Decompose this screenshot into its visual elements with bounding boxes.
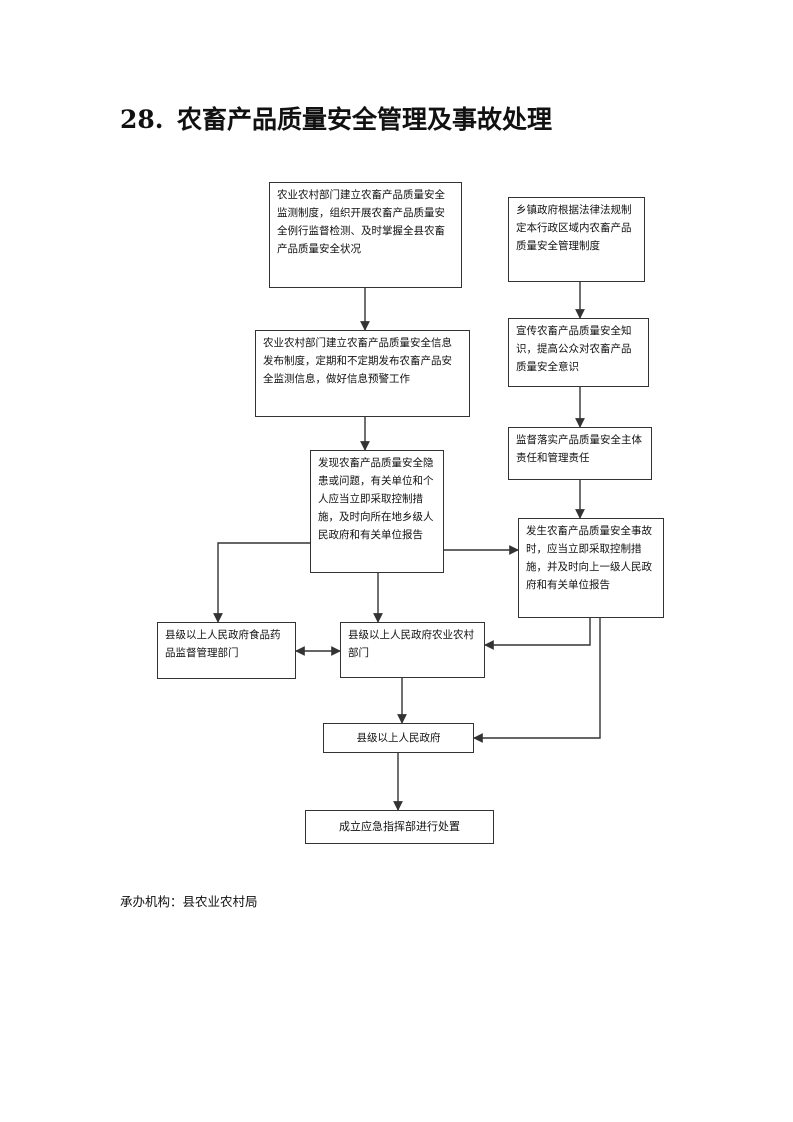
node-food-drug-dept: 县级以上人民政府食品药品监督管理部门 — [157, 622, 296, 679]
edge-n3-n8 — [213, 542, 310, 623]
node-publicity: 宣传农畜产品质量安全知识，提高公众对农畜产品质量安全意识 — [508, 318, 649, 387]
title-number: 28. — [120, 105, 164, 134]
node-info-release: 农业农村部门建立农畜产品质量安全信息发布制度，定期和不定期发布农畜产品安全监测信… — [255, 330, 470, 417]
edge-n7-n10 — [473, 618, 601, 743]
organizer-note: 承办机构：县农业农村局 — [120, 894, 258, 909]
page-title: 28. 农畜产品质量安全管理及事故处理 — [120, 100, 552, 136]
node-responsibility: 监督落实产品质量安全主体责任和管理责任 — [508, 427, 652, 480]
node-hazard-report: 发现农畜产品质量安全隐患或问题，有关单位和个人应当立即采取控制措施，及时向所在地… — [310, 450, 444, 573]
node-accident-response: 发生农畜产品质量安全事故时，应当立即采取控制措施，并及时向上一级人民政府和有关单… — [518, 518, 664, 618]
node-township-rules: 乡镇政府根据法律法规制定本行政区域内农畜产品质量安全管理制度 — [508, 197, 645, 282]
title-text: 农畜产品质量安全管理及事故处理 — [177, 105, 553, 134]
node-monitoring-system: 农业农村部门建立农畜产品质量安全监测制度，组织开展农畜产品质量安全例行监督检测、… — [269, 182, 462, 288]
edge-n7-n9 — [484, 618, 591, 650]
node-emergency-command: 成立应急指挥部进行处置 — [305, 810, 494, 844]
node-agriculture-dept: 县级以上人民政府农业农村部门 — [340, 622, 485, 678]
node-county-government: 县级以上人民政府 — [323, 723, 474, 753]
